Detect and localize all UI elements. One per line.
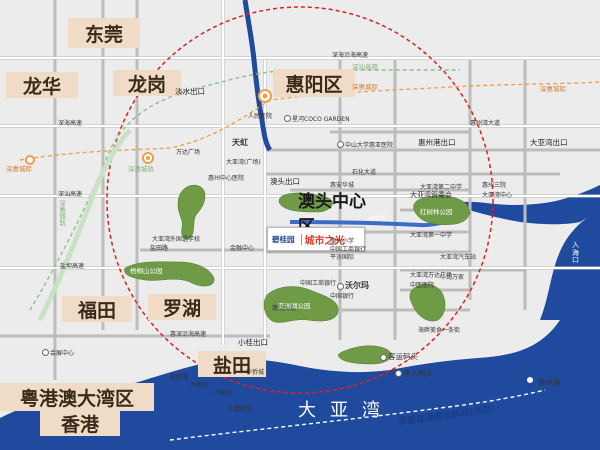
- poi-zhongshan: 中山大学惠亚医院: [345, 142, 394, 149]
- project-tag[interactable]: 碧桂园 城市之光: [267, 227, 365, 251]
- exit-danshui: 淡水出口: [175, 87, 205, 96]
- poi-wanda: 万达广场: [176, 149, 201, 156]
- poi-daya-middle: 大亚湾第二中学: [420, 184, 463, 191]
- poi-daya-mall: 大亚湾(广场): [226, 159, 261, 166]
- road-daya-line: 惠州湾大道: [470, 120, 501, 127]
- poi-huian: 惠安华城: [330, 182, 355, 189]
- poi-mayor: 大亚湾中心: [482, 192, 513, 199]
- station-markers: [25, 89, 535, 385]
- metro-line-label-left: 深惠城际: [6, 165, 32, 173]
- poi-dot-huazhan: [42, 349, 49, 356]
- road-yantian: 盐田路: [150, 245, 169, 252]
- region-longhua: 龙华: [6, 72, 78, 98]
- road-shiba: 石化大道: [352, 169, 377, 176]
- poi-dot-xinghe: [284, 115, 291, 122]
- metro-green-line: [29, 69, 460, 311]
- river-north: [242, 0, 273, 152]
- poi-pingsha: 平沙国际: [330, 254, 355, 261]
- road-yanba: 盐坝高速: [60, 263, 85, 270]
- exit-xiaomei: 小桂出口: [238, 338, 268, 347]
- park-wutong-label: 梧桐山公园: [130, 267, 163, 275]
- region-luohu: 罗湖: [148, 294, 216, 320]
- poi-hospital2: 惠州中心医院: [208, 175, 245, 182]
- poi-huazhan: 会展中心: [50, 350, 75, 357]
- poi-huizhou-port: 惠州港: [538, 378, 561, 387]
- project-name: 城市之光: [304, 235, 345, 247]
- region-huiyang: 惠阳区: [273, 69, 355, 97]
- road-yanshen: 深海高速: [58, 120, 83, 127]
- poi-dameisha: 大梅沙: [190, 382, 209, 389]
- metro-green-label: 深汕高铁: [352, 63, 378, 71]
- road-top-label: 深海沿海高速: [332, 52, 369, 59]
- radius-circle: [106, 6, 494, 394]
- parks: [124, 184, 470, 365]
- metro-line-label-right: 深惠城际: [352, 83, 378, 91]
- poi-ocean-road: 海畔美食一条街: [418, 327, 461, 334]
- poi-walmart: 沃尔玛: [345, 281, 369, 290]
- region-aotou-center: 澳头中心区: [298, 191, 366, 237]
- poi-luohu-school: 大亚湾外国语学校: [152, 236, 201, 243]
- poi-tianhong: 天虹: [232, 138, 248, 147]
- poi-dot-walmart: [337, 283, 344, 290]
- region-yantian: 盐田: [198, 351, 266, 377]
- poi-daya-first: 大亚湾第一中学: [410, 232, 453, 239]
- road-huiao-main: 惠澳大道: [272, 305, 297, 312]
- poi-city-hospital: 中医医院: [410, 282, 435, 289]
- poi-daya-park: 大亚湾汽车站: [440, 254, 477, 261]
- brand-logo: 碧桂园: [272, 234, 295, 244]
- park-yueliang-label: 亚洲湖公园: [278, 302, 311, 310]
- poi-yantian-port: 盐田港: [170, 374, 189, 381]
- exit-huizhou-port: 惠州港出口: [418, 138, 456, 147]
- poi-icbc: 中国工商银行: [330, 246, 367, 253]
- region-hongkong: 香港: [40, 410, 120, 436]
- poi-xiaomeisha: 小梅沙: [214, 390, 233, 397]
- exit-daya: 大亚湾出口: [530, 138, 568, 147]
- poi-hospital3: 惠州三院: [482, 182, 507, 189]
- poi-keyun: 客运码头: [388, 352, 418, 361]
- road-shenshan: 深汕高速: [58, 191, 83, 198]
- poi-china-bank: 中国银行: [330, 293, 355, 300]
- poi-huilong: 金融中心: [230, 245, 255, 252]
- region-dongguan: 东莞: [68, 18, 140, 48]
- region-longgang: 龙岗: [113, 70, 181, 96]
- metro-green-label-2: 深惠城轨: [128, 165, 154, 173]
- dayawan-label: 大亚湾: [298, 400, 394, 421]
- poi-dot-zhongshan: [337, 141, 344, 148]
- poi-icbc2: 中国工商银行: [300, 280, 337, 287]
- poi-dot-keyun: [380, 354, 387, 361]
- region-futian: 福田: [62, 296, 132, 322]
- region-gba: 粤港澳大湾区: [0, 383, 154, 411]
- park-hongshu-label: 红树林公园: [420, 208, 453, 216]
- poi-xinghe: 星河COCO GARDEN: [292, 116, 350, 123]
- bay-inner: [450, 185, 600, 225]
- rail-light-label: 深惠城轨: [57, 200, 66, 226]
- haikou-label: 入海口: [572, 241, 579, 265]
- metro-orange-line: [19, 81, 600, 161]
- rail-light-line: [37, 128, 132, 322]
- sea-inlet-east: [540, 210, 600, 320]
- poi-yuren: 渔人码头: [403, 369, 433, 378]
- exit-aotou: 澳头出口: [270, 177, 300, 186]
- river-yantianhe: 淡水河: [368, 215, 387, 222]
- poi-pingan: 华润万家: [440, 274, 465, 281]
- road-huiao: 惠深沿海高速: [170, 331, 207, 338]
- poi-renmin: 人民医院: [248, 113, 273, 120]
- poi-mall-west: 大亚湾万达广场: [410, 272, 453, 279]
- poi-dot-yuren: [395, 370, 402, 377]
- metro-line-label-far: 深惠城际: [540, 85, 566, 93]
- poi-daya-guan: 大亚湾管委会: [410, 191, 452, 199]
- poi-dapeng: 大鹏新区: [228, 406, 253, 413]
- tag-separator: [300, 233, 302, 245]
- ferry-route: [169, 389, 546, 441]
- poi-bank1: 澳头小学: [330, 238, 355, 245]
- poi-huaxing: 华侨城: [246, 369, 265, 376]
